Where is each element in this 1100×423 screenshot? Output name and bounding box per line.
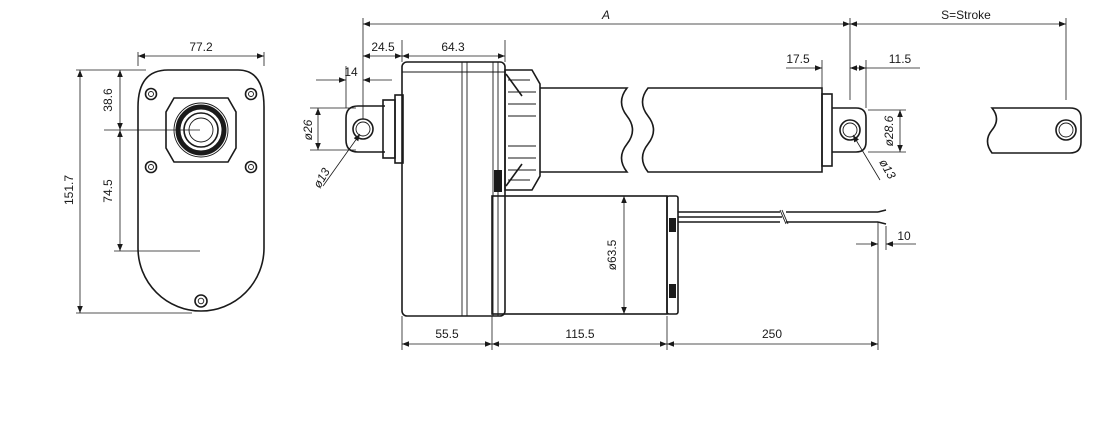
rear-clevis: [345, 94, 404, 164]
rod-hole-dia-label: ø13: [876, 157, 899, 182]
front-height-label: 151.7: [62, 175, 76, 205]
cable-width-label: 10: [897, 229, 911, 243]
motor-length-label: 115.5: [565, 327, 594, 341]
extended-rod: [986, 107, 1082, 154]
front-mounting-holes: [144, 87, 258, 308]
rod-offset-label: 17.5: [786, 52, 810, 66]
cable: [678, 209, 887, 225]
rod-hole-leader: [852, 134, 881, 181]
side-view: A S=Stroke 24.5 64.3 14 17.5 11.5 ø26 ø1…: [301, 8, 1082, 350]
cable-length-label: 250: [762, 327, 782, 341]
housing-label: 64.3: [441, 40, 465, 54]
front-width-label: 77.2: [189, 40, 213, 54]
rear-hole-leader: [322, 133, 361, 187]
rear-eye-dia-label: ø26: [301, 119, 315, 140]
front-upper-label: 38.6: [101, 88, 115, 112]
gearbox-outline: [137, 69, 265, 312]
outer-tube: [540, 87, 823, 173]
side-dimensions: [310, 18, 1067, 350]
rod-gland: [494, 69, 541, 192]
overall-length-label: A: [601, 8, 610, 22]
rod-dia-label: ø28.6: [882, 115, 896, 146]
stroke-label: S=Stroke: [941, 8, 991, 22]
motor-dia-label: ø63.5: [605, 239, 619, 270]
front-lower-label: 74.5: [101, 179, 115, 203]
rear-hole-dia-label: ø13: [310, 165, 333, 190]
front-view: 77.2 151.7 38.6 74.5: [62, 40, 265, 314]
rod-end-label: 11.5: [889, 52, 912, 66]
rod-end: [821, 93, 867, 167]
gearbox-housing: [401, 61, 506, 317]
motor: [491, 195, 679, 315]
gearbox-length-label: 55.5: [435, 327, 459, 341]
hole-edge-label: 14: [344, 65, 358, 79]
clevis-label: 24.5: [371, 40, 395, 54]
